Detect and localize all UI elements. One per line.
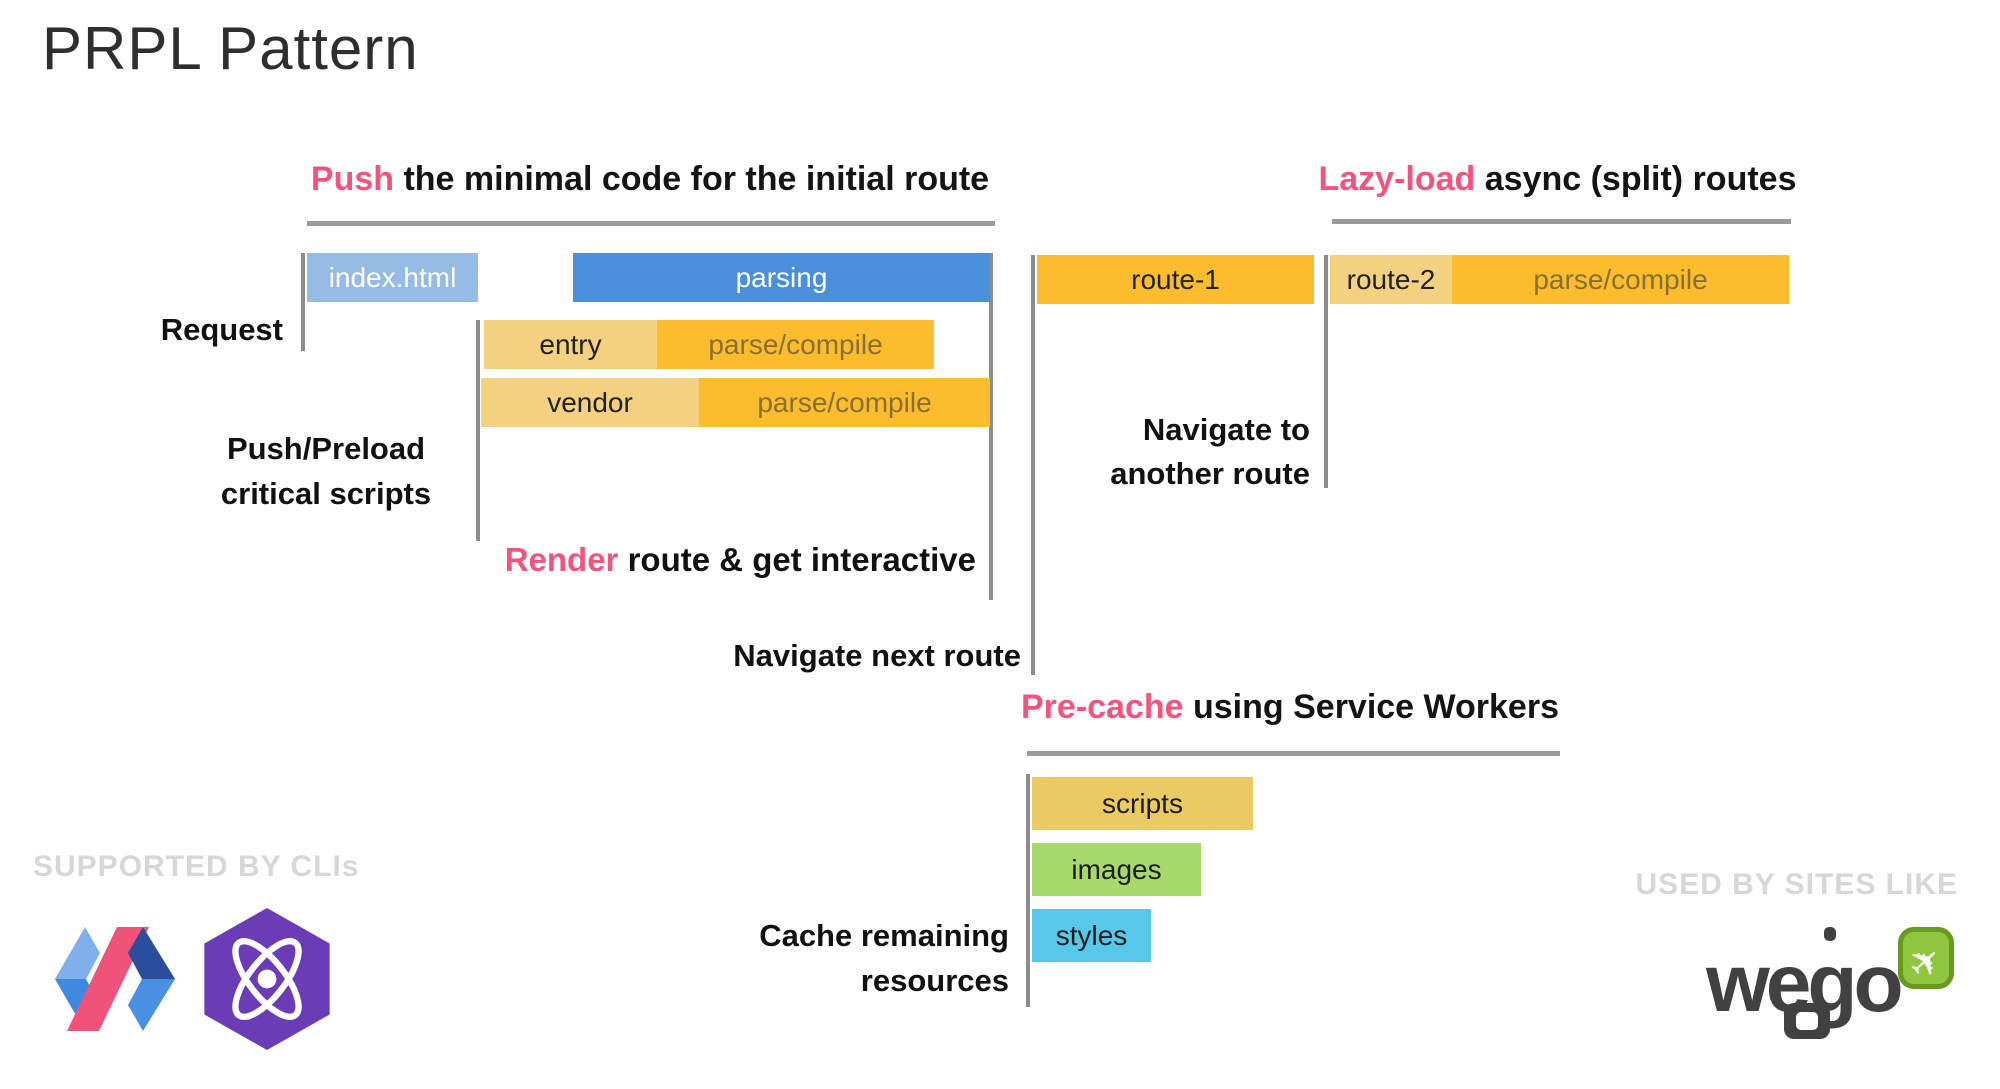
bar-images: images [1032, 843, 1201, 896]
label-request: Request [160, 312, 283, 347]
heading-lazyload: Lazy-load async (split) routes [1230, 160, 1885, 199]
heading-lazyload-highlight: Lazy-load [1318, 160, 1476, 198]
timeline-navigate-next-line [1031, 255, 1035, 675]
bar-route-1: route-1 [1037, 255, 1314, 304]
timeline-cache-line [1026, 774, 1030, 1007]
bar-route-2-parse-compile: parse/compile [1452, 255, 1789, 304]
bar-route-2: route-2 [1330, 255, 1452, 304]
heading-lazyload-rest: async (split) routes [1475, 160, 1797, 198]
label-navigate-another-line2: another route [1110, 456, 1310, 491]
label-push-preload-line2: critical scripts [220, 476, 432, 511]
timeline-navigate-another-line [1324, 255, 1328, 488]
wego-g-descender [1784, 1003, 1830, 1039]
label-push-preload: Push/Preload critical scripts [185, 426, 467, 516]
wego-logo: wego ✈ [1706, 925, 1976, 1055]
bar-entry-parse-compile: parse/compile [657, 320, 934, 369]
heading-push-underline [307, 221, 995, 226]
heading-push-highlight: Push [310, 160, 395, 198]
label-cache-remaining-line1: Cache remaining [759, 918, 1009, 953]
timeline-request-line [301, 253, 305, 351]
heading-precache: Pre-cache using Service Workers [990, 688, 1590, 727]
supported-by-clis-caption: SUPPORTED BY CLIs [33, 850, 360, 883]
heading-precache-rest: using Service Workers [1183, 688, 1559, 726]
label-render-highlight: Render [504, 541, 619, 578]
bar-entry: entry [484, 320, 657, 369]
wego-airplane-badge: ✈ [1898, 927, 1954, 989]
timeline-push-preload-line [476, 320, 480, 541]
label-render: Render route & get interactive [420, 541, 976, 579]
label-navigate-next: Navigate next route [733, 638, 1021, 673]
label-render-rest: route & get interactive [618, 541, 976, 578]
heading-precache-highlight: Pre-cache [1021, 688, 1184, 726]
label-cache-remaining: Cache remaining resources [730, 913, 1009, 1003]
wego-dot [1824, 927, 1836, 941]
bar-vendor: vendor [481, 378, 699, 427]
timeline-render-line [989, 253, 993, 600]
bar-index-html: index.html [307, 253, 478, 302]
polymer-logo [55, 927, 175, 1031]
bar-scripts: scripts [1032, 777, 1253, 830]
label-navigate-another-line1: Navigate to [1142, 412, 1310, 447]
label-cache-remaining-line2: resources [860, 963, 1009, 998]
label-navigate-another: Navigate to another route [1040, 408, 1310, 496]
used-by-sites-caption: USED BY SITES LIKE [1635, 868, 1958, 901]
label-push-preload-line1: Push/Preload [226, 431, 426, 466]
wego-airplane-icon: ✈ [1898, 935, 1952, 990]
heading-push-rest: the minimal code for the initial route [394, 160, 990, 198]
heading-lazyload-underline [1332, 219, 1791, 224]
bar-parsing: parsing [573, 253, 990, 302]
bar-vendor-parse-compile: parse/compile [699, 378, 990, 427]
bar-styles: styles [1032, 909, 1151, 962]
heading-precache-underline [1027, 751, 1560, 756]
page-title: PRPL Pattern [42, 15, 419, 82]
preact-logo [204, 908, 330, 1050]
heading-push: Push the minimal code for the initial ro… [240, 160, 1060, 199]
